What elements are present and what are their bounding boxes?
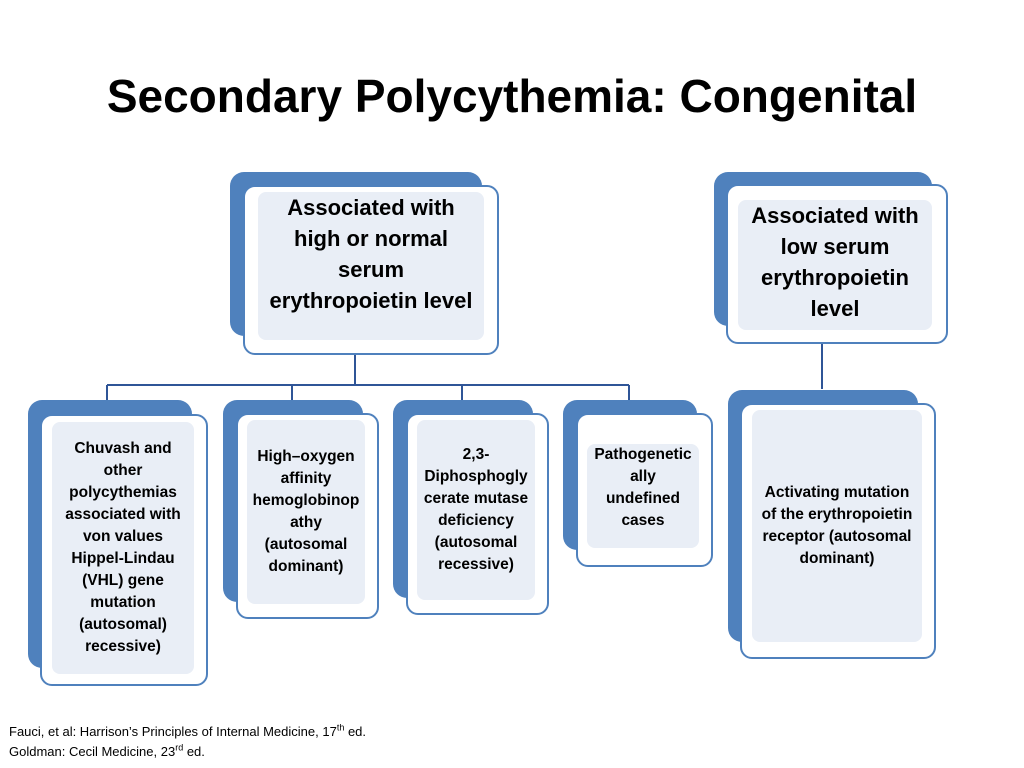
slide-title: Secondary Polycythemia: Congenital [106, 70, 918, 122]
child-2-label: High–oxygen affinity hemoglobinop athy (… [247, 420, 365, 604]
child-node-chuvash: Chuvash and other polycythemias associat… [28, 400, 208, 686]
root-node-high-normal-epo: Associated with high or normal serum ery… [230, 172, 500, 356]
citations: Fauci, et al: Harrison’s Principles of I… [9, 722, 366, 762]
root-right-label: Associated with low serum erythropoietin… [738, 200, 932, 330]
child-node-hemoglobinopathy: High–oxygen affinity hemoglobinop athy (… [223, 400, 379, 620]
root-left-label: Associated with high or normal serum ery… [258, 192, 484, 340]
child-4-label: Pathogenetic ally undefined cases [587, 444, 699, 548]
citation-cecil: Goldman: Cecil Medicine, 23rd ed. [9, 742, 205, 759]
child-node-dpg-mutase: 2,3-Diphosphogly cerate mutase deficienc… [393, 400, 549, 616]
citation-harrison: Fauci, et al: Harrison’s Principles of I… [9, 722, 367, 739]
child-1-label: Chuvash and other polycythemias associat… [52, 422, 194, 674]
child-node-undefined: Pathogenetic ally undefined cases [563, 400, 713, 568]
child-3-label: 2,3-Diphosphogly cerate mutase deficienc… [417, 420, 535, 600]
child-right-label: Activating mutation of the erythropoieti… [752, 410, 922, 642]
root-node-low-epo: Associated with low serum erythropoietin… [714, 172, 948, 346]
child-node-epo-receptor: Activating mutation of the erythropoieti… [728, 390, 936, 660]
